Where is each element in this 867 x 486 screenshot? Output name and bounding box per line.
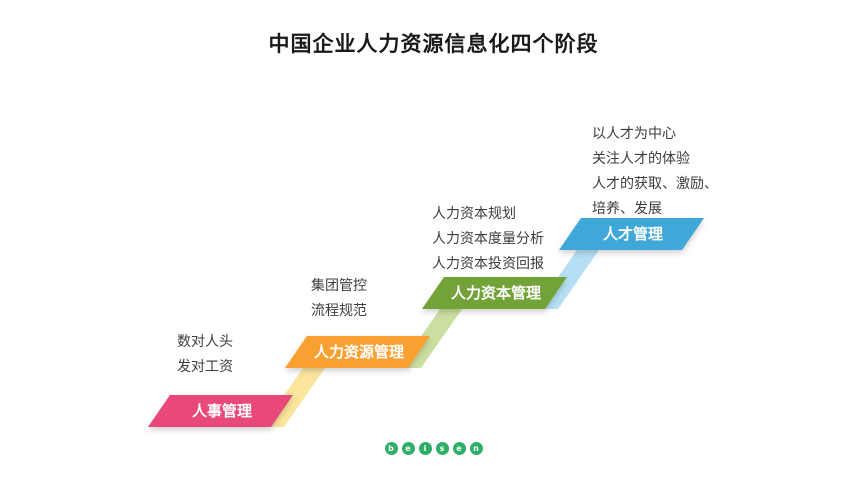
stage-4-notes: 以人才为中心 关注人才的体验 人才的获取、激励、 培养、发展 <box>592 122 718 222</box>
stage-4-tread <box>559 218 704 250</box>
brand-logo: b e i s e n <box>384 442 483 455</box>
note-line: 人力资本投资回报 <box>432 256 544 272</box>
note-line: 关注人才的体验 <box>592 151 690 167</box>
stage-3-label: 人力资本管理 <box>451 284 541 302</box>
note-line: 发对工资 <box>177 359 233 375</box>
note-line: 数对人头 <box>177 334 233 350</box>
note-line: 以人才为中心 <box>592 126 676 142</box>
note-line: 集团管控 <box>311 278 367 294</box>
stage-2-notes: 集团管控 流程规范 <box>311 274 367 324</box>
note-line: 人力资本度量分析 <box>432 231 544 247</box>
logo-letter-dot: i <box>418 442 432 455</box>
page-title: 中国企业人力资源信息化四个阶段 <box>268 32 599 56</box>
stage-1-label: 人事管理 <box>192 402 252 420</box>
stage-3-notes: 人力资本规划 人力资本度量分析 人力资本投资回报 <box>432 202 544 277</box>
note-line: 人力资本规划 <box>432 206 516 222</box>
stage-2-label: 人力资源管理 <box>314 343 404 361</box>
logo-letter-dot: s <box>435 442 449 455</box>
stage-1-notes: 数对人头 发对工资 <box>177 330 233 380</box>
note-line: 流程规范 <box>311 303 367 319</box>
stage-2-tread <box>285 336 430 368</box>
note-line: 人才的获取、激励、 <box>592 176 718 192</box>
stage-1-tread <box>148 395 293 427</box>
logo-letter-dot: n <box>469 442 483 455</box>
stage-3-tread <box>422 277 567 309</box>
logo-letter-dot: e <box>452 442 466 455</box>
note-line: 培养、发展 <box>592 201 662 217</box>
stage-4-label: 人才管理 <box>603 225 663 243</box>
logo-letter-dot: e <box>401 442 415 455</box>
logo-letter-dot: b <box>384 442 398 455</box>
